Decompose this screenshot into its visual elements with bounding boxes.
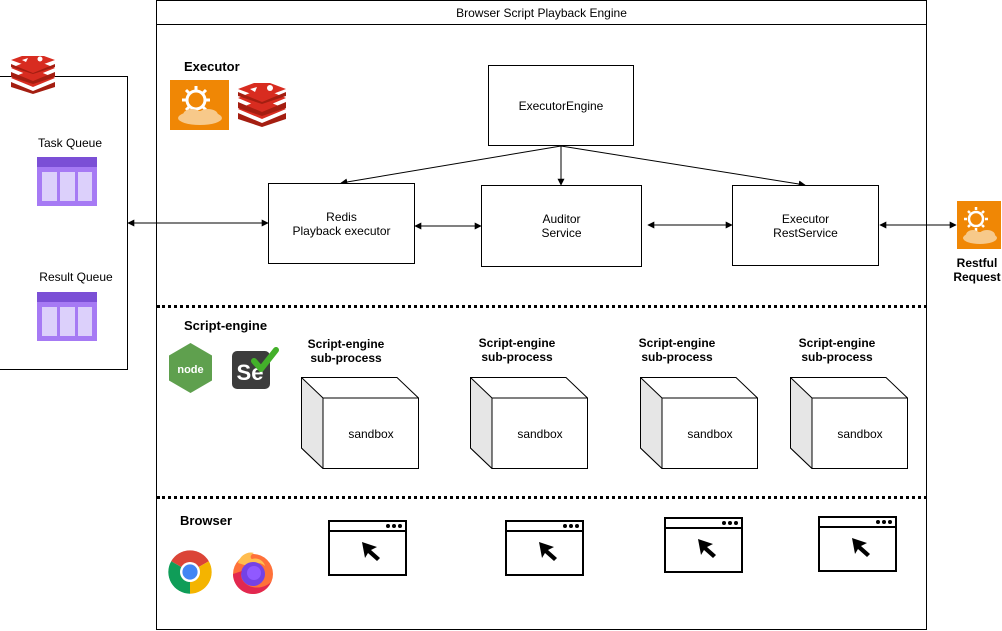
executor-section-label: Executor	[184, 59, 240, 74]
sandbox-3: sandbox	[640, 377, 758, 469]
queue-panel	[0, 76, 128, 370]
selenium-icon: Se	[230, 347, 280, 391]
auditor-service-box: Auditor Service	[481, 185, 642, 267]
node-text: node	[177, 364, 203, 376]
browser-window-3	[664, 517, 743, 573]
engine-title: Browser Script Playback Engine	[456, 5, 627, 20]
subprocess-label-3: Script-engine sub-process	[638, 336, 716, 364]
sandbox-label-2: sandbox	[517, 427, 563, 441]
executor-engine-box: ExecutorEngine	[488, 65, 634, 146]
sandbox-4: sandbox	[790, 377, 908, 469]
script-engine-section-label: Script-engine	[184, 318, 268, 333]
task-queue-icon	[37, 157, 97, 206]
executor-script-divider	[157, 305, 927, 308]
restful-request-icon	[957, 201, 1001, 249]
restful-request-label: Restful Request	[953, 256, 1001, 284]
sandbox-label-4: sandbox	[837, 427, 883, 441]
result-queue-label: Result Queue	[39, 270, 113, 284]
sandbox-1: sandbox	[301, 377, 419, 469]
browser-window-1	[328, 520, 407, 576]
browser-window-2	[505, 520, 584, 576]
browser-section-label: Browser	[180, 513, 233, 528]
redis-icon	[9, 56, 57, 94]
executor-service-icon	[170, 80, 229, 130]
script-browser-divider	[157, 496, 927, 499]
subprocess-label-2: Script-engine sub-process	[478, 336, 556, 364]
task-queue-label: Task Queue	[37, 136, 103, 150]
firefox-icon	[230, 549, 276, 595]
browser-window-4	[818, 516, 897, 572]
subprocess-label-4: Script-engine sub-process	[798, 336, 876, 364]
executor-rest-service-box: Executor RestService	[732, 185, 879, 266]
sandbox-2: sandbox	[470, 377, 588, 469]
executor-redis-icon	[236, 83, 288, 127]
sandbox-label-1: sandbox	[348, 427, 394, 441]
result-queue-icon	[37, 292, 97, 341]
redis-playback-executor-box: Redis Playback executor	[268, 183, 415, 264]
subprocess-label-1: Script-engine sub-process	[307, 337, 385, 365]
nodejs-icon: node	[167, 342, 214, 394]
sandbox-label-3: sandbox	[687, 427, 733, 441]
engine-title-bar: Browser Script Playback Engine	[156, 0, 927, 25]
chrome-icon	[167, 549, 213, 595]
